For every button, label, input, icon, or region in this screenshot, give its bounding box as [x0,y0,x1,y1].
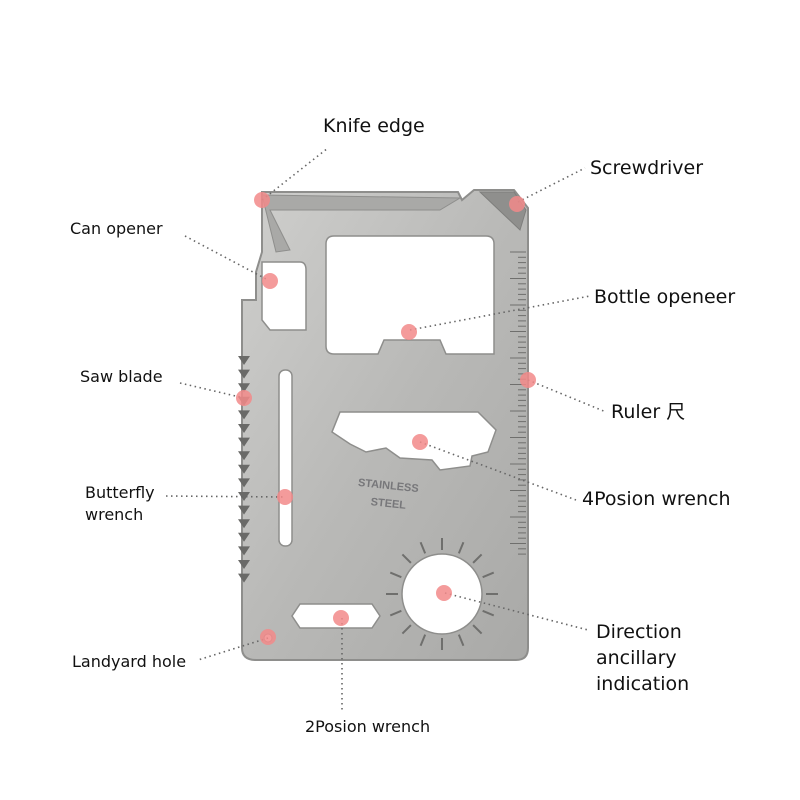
marker-landyard-hole [260,629,276,645]
compass-tick [401,553,412,564]
saw-tooth [238,519,250,529]
can-opener-notch [261,261,307,331]
compass-tick [482,571,495,579]
leader-ruler [527,379,607,413]
marker-two-position-wrench [333,610,349,626]
bottle-opener-window [325,235,495,355]
leader-can-opener [184,235,269,281]
saw-tooth [238,505,250,515]
label-two-position-wrench: 2Posion wrench [305,717,431,736]
saw-tooth [238,424,250,433]
marker-butterfly-wrench [277,489,293,505]
saw-tooth [238,437,250,447]
leader-landyard-hole [197,637,269,661]
compass-tick [389,571,402,579]
marker-bottle-opener [401,324,417,340]
marker-four-position-wrench [412,434,428,450]
marker-knife-edge [254,192,270,208]
leader-screwdriver [517,167,586,203]
compass-tick [482,609,495,617]
knife-edge-blade [261,194,462,253]
marker-saw-blade [236,390,252,406]
marker-screwdriver [509,196,525,212]
engraving-steel: STEEL [370,496,407,512]
saw-tooth [238,410,250,420]
label-screwdriver: Screwdriver [590,157,704,179]
compass-tick [457,634,465,647]
label-ruler: Ruler 尺 [611,401,686,423]
marker-can-opener [262,273,278,289]
compass-tick [457,541,465,554]
marker-direction-indication [436,585,452,601]
compass-tick [419,634,427,647]
saw-tooth [238,369,250,379]
leader-saw-blade [179,382,245,399]
label-knife-edge: Knife edge [323,115,425,137]
label-four-position-wrench: 4Posion wrench [582,488,731,510]
label-direction-indication: Direction ancillary indication [596,621,690,695]
saw-tooth [238,478,250,488]
label-can-opener: Can opener [70,219,163,238]
saw-tooth [238,560,250,569]
saw-tooth [238,451,250,461]
saw-tooth [238,532,250,542]
compass-tick [472,624,483,635]
leader-bottle-opener [409,295,591,331]
saw-tooth [238,546,250,556]
saw-tooth [238,383,250,393]
compass-tick [419,541,427,554]
compass-tick [472,553,483,564]
compass-ticks [386,538,498,650]
compass-tick [401,624,412,635]
ruler-scale [510,251,526,555]
leader-knife-edge [261,147,329,201]
label-butterfly-wrench: Butterfly wrench [85,483,155,524]
leader-butterfly-wrench [165,495,286,498]
saw-tooth [238,573,250,583]
label-saw-blade: Saw blade [80,367,163,386]
compass-tick [389,609,402,617]
label-bottle-opener: Bottle openeer [594,286,736,308]
saw-tooth [238,356,250,365]
marker-ruler [520,372,536,388]
saw-tooth [238,492,250,501]
label-landyard-hole: Landyard hole [72,652,187,671]
saw-tooth [238,464,250,474]
butterfly-wrench-slot [278,369,293,547]
